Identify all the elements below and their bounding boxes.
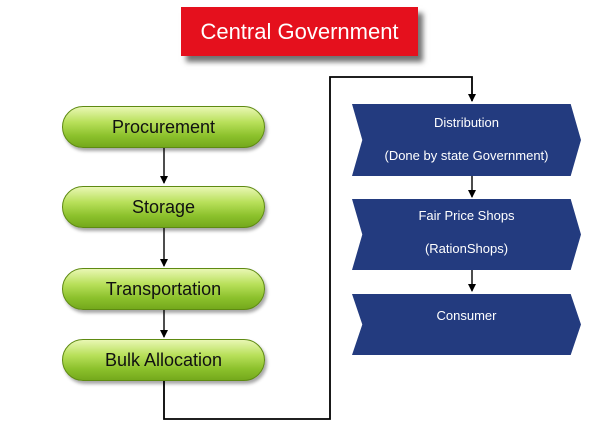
procurement-node: Procurement (62, 106, 265, 148)
transportation-node: Transportation (62, 268, 265, 310)
fair-price-shops-label: Fair Price Shops (418, 208, 515, 223)
consumer-label: Consumer (436, 308, 497, 323)
procurement-label: Procurement (111, 116, 216, 137)
storage-node: Storage (62, 186, 265, 228)
bulk-allocation-label: Bulk Allocation (104, 349, 223, 370)
connector-bulk-to-distribution (163, 76, 476, 420)
fair-price-shops-sublabel: (RationShops) (424, 241, 509, 256)
fair-price-shops-node: Fair Price Shops (RationShops) (352, 199, 581, 270)
storage-label: Storage (131, 196, 196, 217)
distribution-sublabel: (Done by state Government) (384, 148, 549, 163)
consumer-node: Consumer (352, 294, 581, 355)
bulk-allocation-node: Bulk Allocation (62, 339, 265, 381)
distribution-node: Distribution (Done by state Government) (352, 104, 581, 176)
transportation-label: Transportation (105, 278, 222, 299)
central-government-box: Central Government (181, 7, 418, 56)
distribution-label: Distribution (433, 115, 500, 130)
central-government-label: Central Government (200, 18, 399, 44)
